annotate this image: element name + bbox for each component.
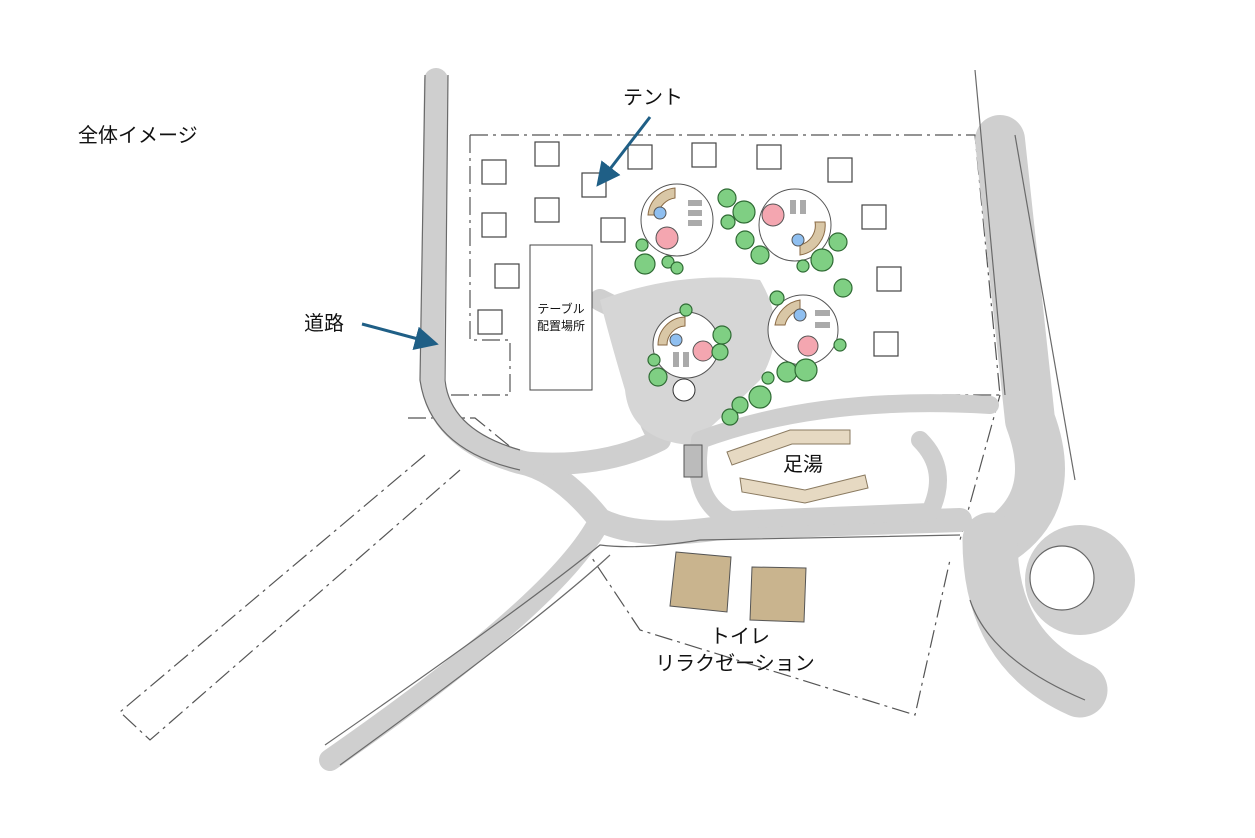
footbath: 足湯 — [726, 429, 869, 504]
tent-site — [691, 142, 717, 168]
tent-site — [876, 266, 902, 292]
tent-site — [534, 197, 560, 223]
trees — [634, 188, 853, 426]
tent-site — [756, 144, 782, 170]
tent-site — [477, 309, 503, 335]
tent-site — [481, 212, 507, 238]
page-title: 全体イメージ — [78, 123, 198, 147]
table-area-label-2: 配置場所 — [537, 319, 585, 333]
footbath-label: 足湯 — [783, 452, 823, 476]
dome — [640, 183, 714, 257]
tent-site — [861, 204, 887, 230]
roads — [319, 68, 1135, 771]
road-arrow-icon — [361, 322, 439, 350]
stairs — [683, 444, 703, 478]
dome — [767, 294, 839, 366]
dome — [758, 188, 832, 262]
toilet-label: トイレ — [710, 624, 770, 648]
tent-site — [481, 159, 507, 185]
tent-site — [627, 144, 653, 170]
tent-sites — [477, 141, 902, 357]
tent-arrow-icon — [596, 116, 652, 187]
tent-site — [827, 157, 853, 183]
tent-site — [534, 141, 560, 167]
tent-site — [600, 217, 626, 243]
tent-callout-label: テント — [623, 85, 683, 109]
road-callout-label: 道路 — [304, 311, 344, 335]
table-area — [529, 244, 593, 391]
glamping-domes — [640, 183, 839, 379]
tent-site — [873, 331, 899, 357]
dome — [652, 311, 720, 379]
table-area-label-1: テーブル — [537, 301, 584, 316]
relaxation-label: リラクゼーション — [655, 651, 815, 675]
toilet-buildings — [669, 551, 807, 623]
tent-site — [494, 263, 520, 289]
